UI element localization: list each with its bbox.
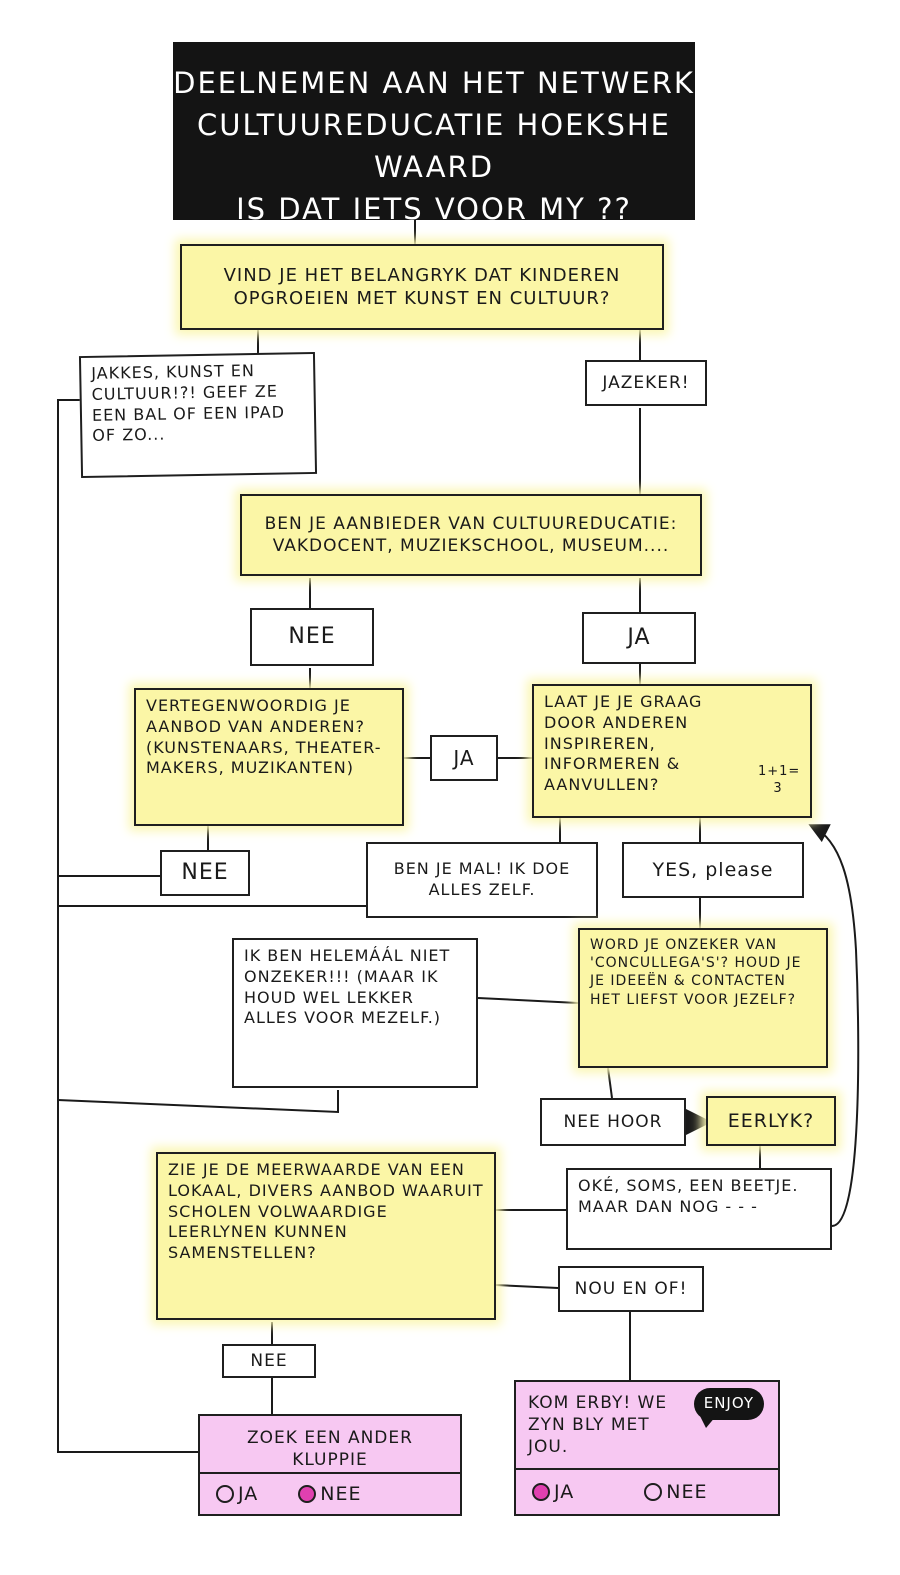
question-inspireren-text: Laat je je graag DOOR ANDEREN INSPIREREN…	[544, 692, 703, 795]
radio-empty-icon	[644, 1482, 663, 1501]
result-zoek-text: ZOEK EEN ANDER KLUPPIE	[247, 1427, 413, 1470]
note-1-plus-1: 1+1= 3	[758, 764, 801, 796]
radio-empty-icon	[216, 1484, 234, 1503]
answer-ja-aanbieder: JA	[582, 612, 696, 664]
radio-filled-icon	[532, 1482, 550, 1501]
answer-nou-en-of: NOU EN OF!	[558, 1266, 704, 1312]
result-kom-options: JA NEE	[516, 1468, 778, 1514]
title-line-1: DEELNEMEN AAN HET NETWERK	[173, 66, 695, 100]
question-aanbieder: Ben je AANBIEDER van CULTUUREDUCATIE: VA…	[240, 494, 702, 576]
question-meerwaarde: ZIE je DE MEERWAARDE van een LOKAAL, DIV…	[156, 1152, 496, 1320]
option-zoek-ja-label: JA	[238, 1482, 259, 1505]
title-line-2: CULTUUREDUCATIE HOEKSHE WAARD	[197, 108, 671, 185]
answer-yes-please: YES, please	[622, 842, 804, 898]
question-onzeker: WORD JE ONZEKER VAN 'CONCULLEGA'S'? HOUD…	[578, 928, 828, 1068]
option-zoek-ja[interactable]: JA	[216, 1482, 258, 1507]
option-kom-nee[interactable]: NEE	[644, 1480, 707, 1505]
answer-ben-je-mal: BEN JE MAL! IK DOE ALLES ZELF.	[366, 842, 598, 918]
answer-oke-soms: OKÉ, SOMS, EEN BEETJE. MAAR DAN NOG - - …	[566, 1168, 832, 1250]
option-kom-ja-label: JA	[554, 1480, 575, 1503]
result-kom-text: KOM ERBY! WE ZYN BLY MET JOU.	[528, 1393, 668, 1458]
answer-nee-vertegenwoordig: NEE	[160, 850, 250, 896]
option-kom-nee-label: NEE	[666, 1480, 708, 1503]
question-vertegenwoordig: VERTEGENWOORDIG JE AANBOD VAN ANDEREN? (…	[134, 688, 404, 826]
title-banner: DEELNEMEN AAN HET NETWERK CULTUUREDUCATI…	[173, 42, 695, 226]
result-zoek-kluppie: ZOEK EEN ANDER KLUPPIE JA NEE	[198, 1414, 462, 1516]
title-line-3: IS DAT IETS VOOR MY ??	[236, 192, 632, 227]
answer-ja-vertegenwoordig: JA	[430, 735, 498, 781]
result-zoek-options: JA NEE	[200, 1472, 460, 1514]
question-inspireren: Laat je je graag DOOR ANDEREN INSPIREREN…	[532, 684, 812, 818]
answer-niet-onzeker: IK BEN helemáál NIET ONZEKER!!! (MAAR IK…	[232, 938, 478, 1088]
question-kinderen-kunst: Vind je het BELANGRYK dat KINDEREN OPGRO…	[180, 244, 664, 330]
option-zoek-nee[interactable]: NEE	[298, 1482, 361, 1507]
answer-nee-meerwaarde: NEE	[222, 1344, 316, 1378]
answer-nee-hoor: NEE HOOR	[540, 1098, 686, 1146]
radio-filled-icon	[298, 1484, 317, 1503]
answer-jazeker: JAZEKER!	[585, 360, 707, 406]
speech-bubble: ENJOY	[693, 1388, 764, 1427]
option-kom-ja[interactable]: JA	[532, 1480, 574, 1505]
answer-jakkes: Jakkes, KUNST en CULTUUR!?! GEEF ZE een …	[78, 351, 318, 479]
option-zoek-nee-label: NEE	[320, 1482, 362, 1505]
question-eerlyk: EERLYK?	[706, 1096, 836, 1146]
result-kom-erby: KOM ERBY! WE ZYN BLY MET JOU. ENJOY JA N…	[514, 1380, 780, 1516]
answer-nee-aanbieder: NEE	[250, 608, 374, 666]
